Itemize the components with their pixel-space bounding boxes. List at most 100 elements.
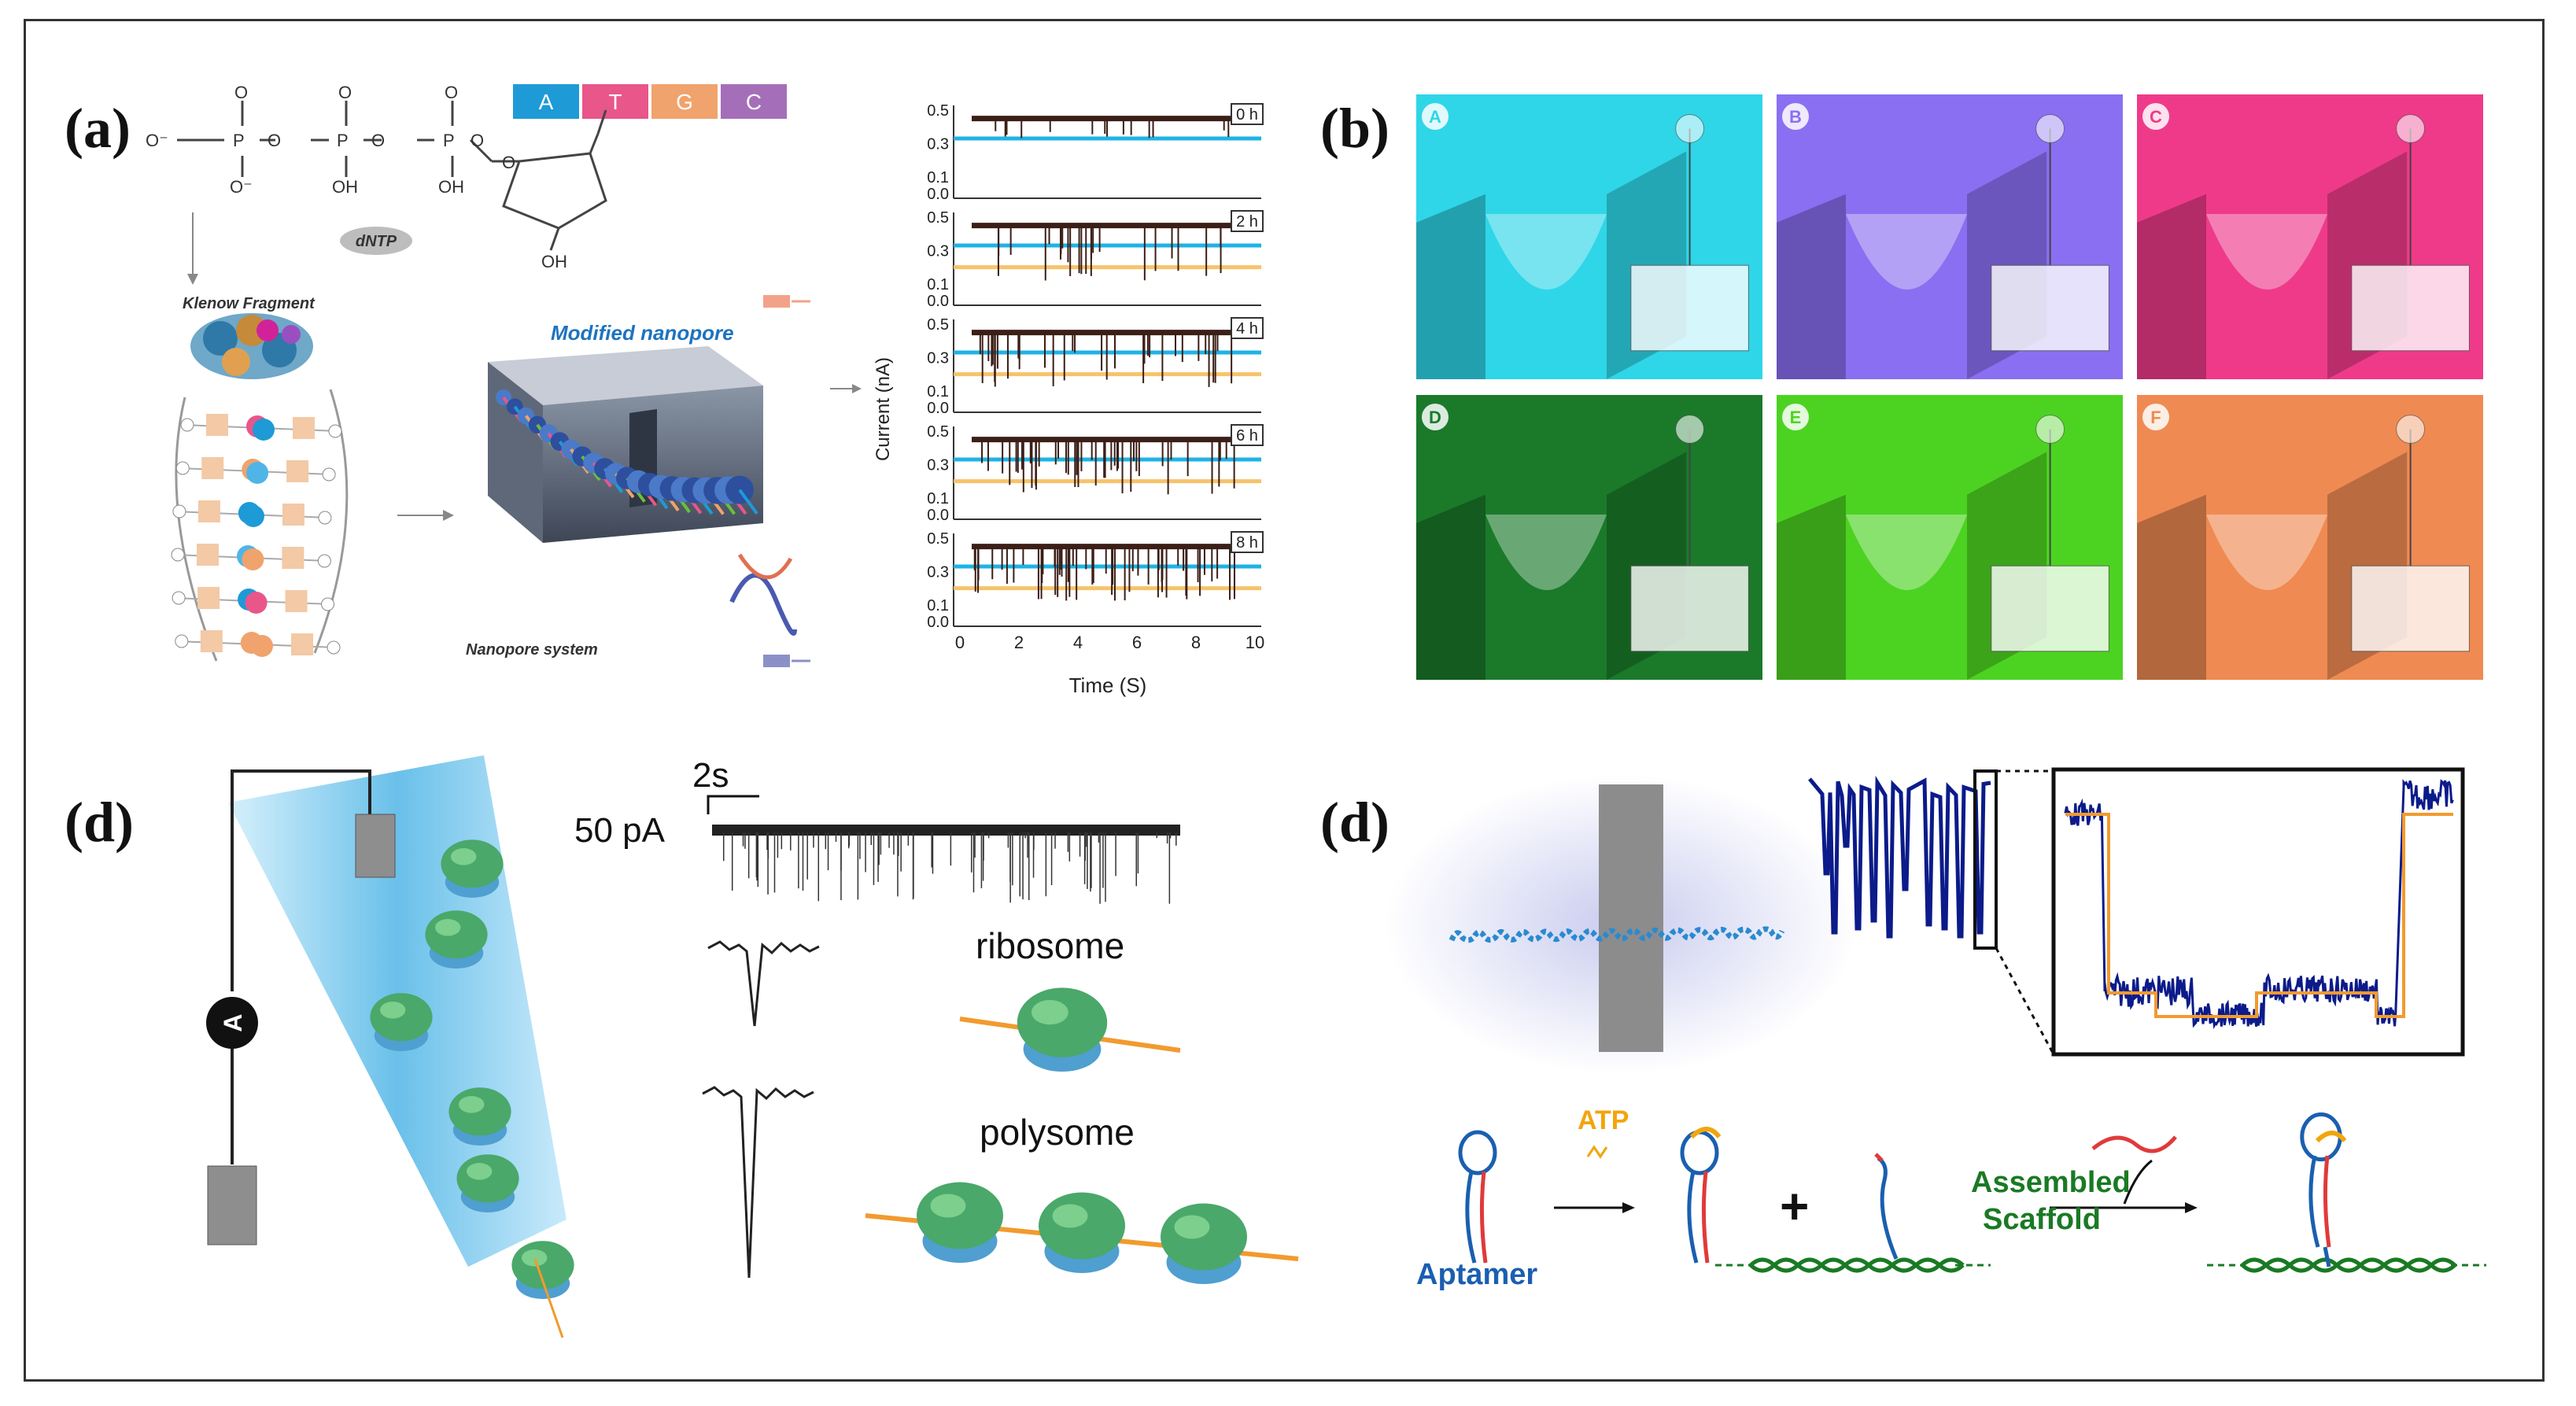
phosphate-left (175, 461, 190, 475)
y-tick-label: 0.0 (927, 186, 949, 203)
atp-label: ATP (1578, 1105, 1629, 1135)
mrna-strand (533, 1258, 564, 1338)
tile-pore-cut (1485, 214, 1607, 290)
tile-pore-cut (2206, 515, 2327, 590)
atom-o-minus: O⁻ (146, 131, 168, 150)
zoom-idealized-levels (2065, 813, 2453, 1018)
panel-label-d: (d) (1320, 791, 1389, 854)
scaffold-helix-b (1749, 1262, 1965, 1273)
aptamer-loop (1680, 1130, 1719, 1175)
tile-pore-cut (1485, 515, 1607, 590)
y-tick-label: 0.0 (927, 293, 949, 310)
y-tick-label: 0.5 (927, 530, 949, 548)
zoom-line-bottom (1995, 947, 2055, 1055)
tile-letter: D (1429, 408, 1441, 427)
atom-o: O (471, 131, 484, 150)
figure-frame (24, 19, 2545, 1382)
x-tick-label: 4 (1073, 633, 1083, 652)
y-tick-label: 0.3 (927, 456, 949, 474)
atom-o: O (502, 153, 515, 172)
phosphate-right (321, 597, 335, 611)
ribosome-highlight (467, 1163, 493, 1180)
ribosome-large-subunit (917, 1182, 1003, 1249)
scaffold-label: Scaffold (1983, 1203, 2101, 1236)
tile-wall-left (2137, 194, 2206, 379)
surface-tile-A: A (1416, 94, 1762, 379)
atp-bound (1689, 1127, 1722, 1139)
sugar-left (200, 630, 223, 652)
phosphate-right (327, 640, 341, 655)
y-tick-label: 0.5 (927, 423, 949, 441)
aptamer-stem-red (1479, 1171, 1488, 1264)
arrow-release (2123, 1159, 2153, 1205)
y-tick-label: 0.3 (927, 242, 949, 260)
aptamer-stem (1687, 1171, 1699, 1264)
electrode-top (355, 814, 396, 878)
ribosome-large-subunit (448, 1087, 511, 1136)
atom-oh: OH (541, 252, 567, 271)
tile-letter-badge (1422, 103, 1449, 130)
base-right (253, 419, 275, 441)
ribosome-large-subunit (441, 840, 504, 888)
dntp-structure (177, 101, 607, 251)
atom-p: P (337, 131, 349, 150)
base-right (242, 505, 264, 527)
tile-pore-cut (1846, 515, 1967, 590)
ribosome-label: ribosome (976, 925, 1124, 966)
subplot-time-label: 0 h (1236, 106, 1258, 124)
y-tick-label: 0.5 (927, 316, 949, 334)
x-tick-label: 10 (1246, 633, 1264, 652)
base-right (246, 462, 269, 484)
atom-o: O (445, 83, 458, 102)
scaffold-helix (1749, 1257, 1965, 1268)
tile-zoom-circle (2396, 414, 2426, 444)
legend-swatch-orange (763, 295, 790, 308)
tile-inset (1630, 264, 1749, 352)
x-tick-label: 0 (955, 633, 965, 652)
dna-helix-through-pore (496, 389, 758, 515)
y-tick-label: 0.1 (927, 597, 949, 614)
atp-molecule (1586, 1145, 1608, 1159)
y-tick-label: 0.0 (927, 614, 949, 631)
base-right (251, 635, 274, 657)
solid-state-membrane (1599, 784, 1663, 1052)
sugar-left (197, 500, 220, 522)
surface-tile-D: D (1416, 395, 1762, 680)
phosphate-right (317, 554, 331, 568)
zoom-select-box (1973, 769, 1998, 950)
aptamer-stem (2308, 1155, 2320, 1248)
tile-inset (2351, 264, 2470, 352)
trace-line (1808, 775, 1991, 939)
atom-p: P (443, 131, 455, 150)
ribosome-highlight (435, 919, 461, 936)
released-strand (2091, 1135, 2177, 1153)
surface-tile-E: E (1777, 395, 2123, 680)
panel-d: ATP Aptamer + Assembled Scaffold (1385, 767, 2486, 1291)
tile-letter: E (1790, 408, 1802, 427)
phosphate-left (180, 418, 194, 432)
tile-letter: C (2150, 107, 2162, 127)
base-letter-C: C (746, 90, 762, 114)
ribosome-highlight (1052, 1204, 1088, 1228)
dntp-badge (340, 227, 412, 255)
base-box-T (582, 84, 648, 119)
ribosome-highlight (451, 848, 477, 865)
tile-inset (2351, 565, 2470, 652)
atom-oh: OH (438, 177, 464, 197)
tile-zoom-circle (1675, 113, 1705, 143)
modified-nanopore-label: Modified nanopore (551, 321, 734, 345)
ammeter-label: A (219, 1013, 247, 1031)
panel-label-a: (a) (65, 97, 131, 160)
subplot-time-label: 4 h (1236, 320, 1258, 338)
aptamer-stem (1465, 1171, 1477, 1264)
klenow-label: Klenow Fragment (183, 295, 316, 312)
polysome-event-trace (702, 1086, 814, 1279)
ribosome-large-subunit (1039, 1192, 1125, 1260)
base-box-G (651, 84, 718, 119)
subplot-time-box (1231, 210, 1264, 232)
zoom-trace (2064, 779, 2454, 1030)
tile-zoom-circle (1675, 414, 1705, 444)
ribosome-event-trace (707, 940, 820, 1027)
